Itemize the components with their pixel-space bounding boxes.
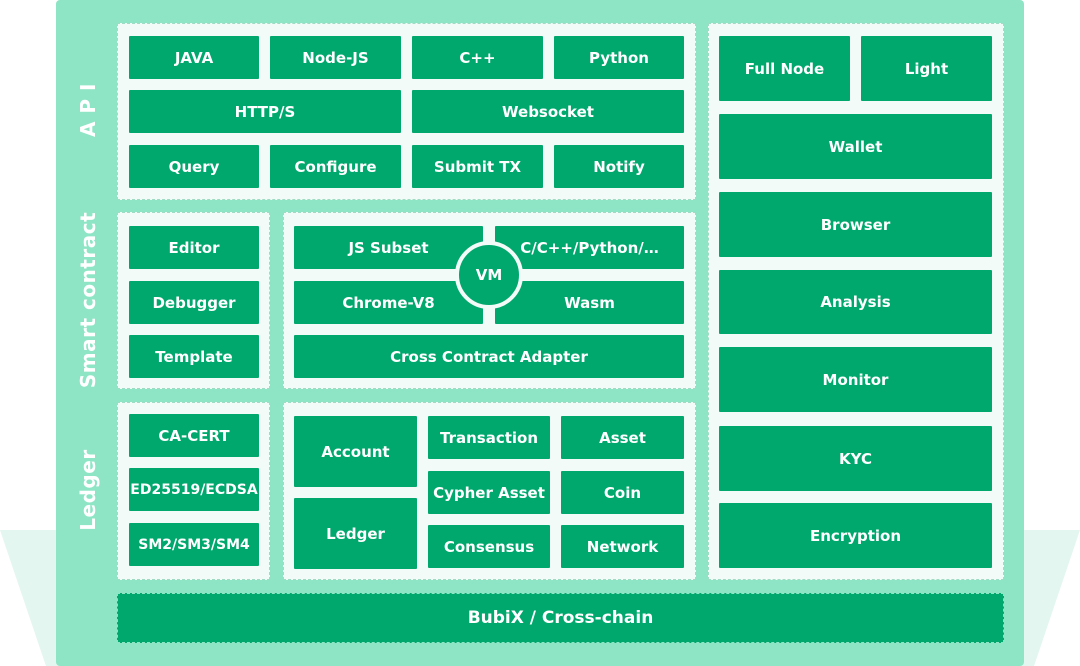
smart-editor: Editor [129,226,259,269]
ledger-ledger: Ledger [294,498,417,569]
api-section-label: A P I [76,82,100,138]
smart-contract-section-label: Smart contract [76,211,100,389]
api-websocket: Websocket [412,90,684,133]
right-analysis: Analysis [719,270,992,334]
api-cpp: C++ [412,36,543,79]
ledger-coin: Coin [561,471,684,514]
ledger-ca-cert: CA-CERT [129,414,259,457]
api-submit-tx: Submit TX [412,145,543,188]
vm-chrome-v8: Chrome-V8 [294,281,483,324]
vm-c-langs: C/C++/Python/… [495,226,684,269]
right-wallet: Wallet [719,114,992,179]
api-https: HTTP/S [129,90,401,133]
vm-wasm: Wasm [495,281,684,324]
ledger-asset: Asset [561,416,684,459]
right-encryption: Encryption [719,503,992,568]
api-query: Query [129,145,259,188]
ledger-sm-algos: SM2/SM3/SM4 [129,523,259,566]
smart-template: Template [129,335,259,378]
ledger-consensus: Consensus [428,525,550,568]
right-light: Light [861,36,992,101]
ledger-network: Network [561,525,684,568]
right-kyc: KYC [719,426,992,491]
api-notify: Notify [554,145,684,188]
api-python: Python [554,36,684,79]
right-full-node: Full Node [719,36,850,101]
ledger-account: Account [294,416,417,487]
vm-circle: VM [455,241,523,309]
api-nodejs: Node-JS [270,36,401,79]
ledger-transaction: Transaction [428,416,550,459]
right-monitor: Monitor [719,347,992,412]
vm-js-subset: JS Subset [294,226,483,269]
ledger-section-label: Ledger [76,449,100,531]
api-configure: Configure [270,145,401,188]
api-java: JAVA [129,36,259,79]
vm-cross-contract-adapter: Cross Contract Adapter [294,335,684,378]
ledger-ed25519-ecdsa: ED25519/ECDSA [129,468,259,511]
right-browser: Browser [719,192,992,257]
ledger-cypher-asset: Cypher Asset [428,471,550,514]
smart-debugger: Debugger [129,281,259,324]
bubix-cross-chain-bar: BubiX / Cross-chain [117,593,1004,643]
